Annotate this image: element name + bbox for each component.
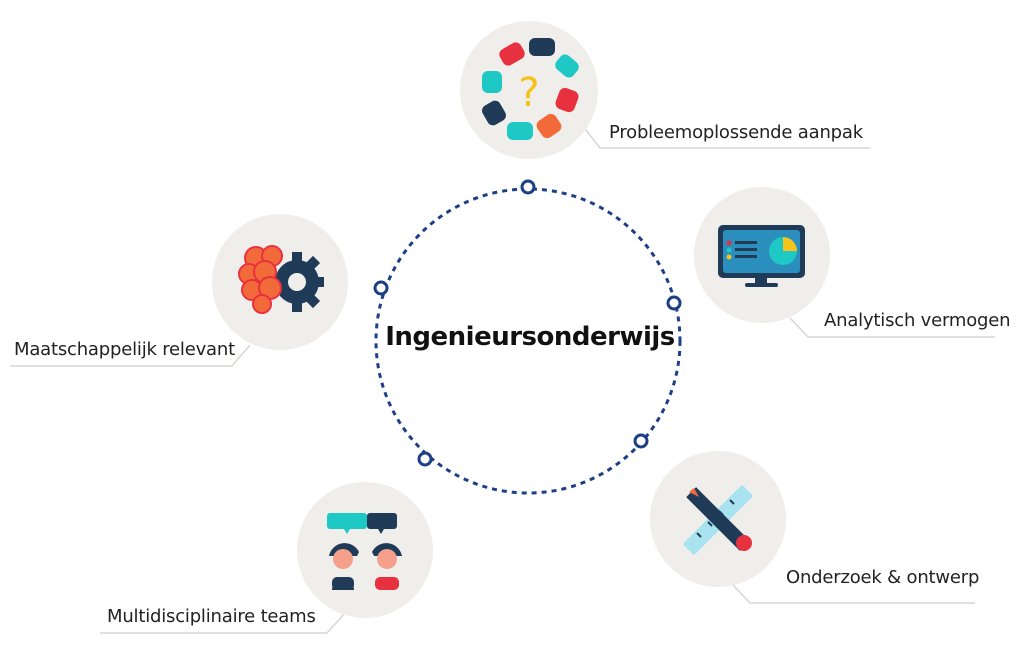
bubble-probleem: ? bbox=[460, 21, 598, 159]
bubble-teams bbox=[297, 482, 433, 618]
puzzle-question-icon: ? bbox=[482, 38, 579, 140]
bubble-onderzoek bbox=[650, 451, 786, 587]
pencil-ruler-icon bbox=[683, 485, 753, 555]
label-analytisch: Analytisch vermogen bbox=[824, 310, 1011, 331]
ring-node-bottom-right bbox=[633, 433, 649, 449]
ring-node-left bbox=[373, 280, 389, 296]
brain-gear-icon bbox=[238, 245, 324, 314]
bubble-maatschappelijk bbox=[212, 214, 348, 350]
connector-line-onderzoek bbox=[731, 583, 975, 604]
ring-node-right bbox=[666, 295, 682, 311]
center-ring bbox=[374, 187, 682, 495]
connector-line-maatschappelijk bbox=[10, 344, 251, 367]
bubble-analytisch bbox=[694, 187, 830, 323]
connector-line-teams bbox=[100, 612, 346, 634]
ring-node-top bbox=[520, 179, 536, 195]
label-onderzoek: Onderzoek & ontwerp bbox=[786, 567, 980, 588]
label-maatschappelijk: Maatschappelijk relevant bbox=[14, 339, 235, 360]
connector-line-probleem bbox=[581, 124, 870, 149]
connector-line-analytisch bbox=[789, 317, 995, 338]
people-talking-icon bbox=[327, 513, 402, 590]
label-teams: Multidisciplinaire teams bbox=[107, 606, 316, 627]
label-probleem: Probleemoplossende aanpak bbox=[609, 122, 863, 143]
svg-text:?: ? bbox=[518, 70, 539, 116]
monitor-chart-icon bbox=[718, 225, 805, 287]
ring-node-bottom-left bbox=[417, 451, 433, 467]
center-title: Ingenieursonderwijs bbox=[385, 322, 675, 352]
